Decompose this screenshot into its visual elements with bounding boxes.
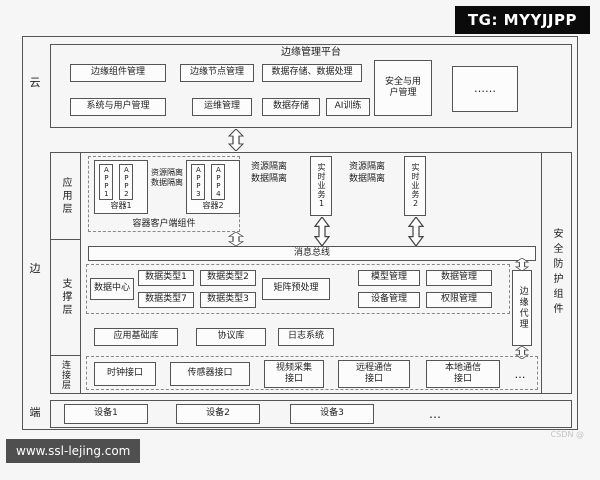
tg-watermark-badge: TG: MYYJJPP: [454, 6, 590, 34]
double-arrow-icon: [515, 258, 529, 271]
security-component-cell: 安全防护组件: [541, 153, 571, 393]
app4-box: APP4: [211, 164, 225, 200]
cloud-box-ops-mgmt: 运维管理: [192, 98, 252, 116]
protocol-lib-box: 协议库: [196, 328, 266, 346]
data-type-1-box: 数据类型1: [138, 270, 194, 286]
device-1-box: 设备1: [64, 404, 148, 424]
container2-label: 容器2: [202, 201, 224, 210]
cloud-box-ellipsis: ……: [452, 66, 518, 112]
double-arrow-icon: [314, 217, 330, 246]
message-bus: 消息总线: [88, 246, 536, 261]
app1-box: APP1: [99, 164, 113, 200]
support-layer-cell: 支撑层: [51, 240, 81, 356]
cloud-box-data-storage-processing: 数据存储、数据处理: [262, 64, 362, 82]
cloud-box-data-storage: 数据存储: [262, 98, 320, 116]
double-arrow-icon: [408, 217, 424, 246]
data-type-7-box: 数据类型7: [138, 292, 194, 308]
edge-agent-box: 边缘代理: [512, 270, 532, 346]
cloud-layer-label: 云: [29, 76, 41, 89]
device-ellipsis: …: [429, 407, 441, 421]
data-center-box: 数据中心: [90, 278, 134, 300]
container1-label: 容器1: [110, 201, 132, 210]
cloud-box-security-user-mgmt: 安全与用 户管理: [374, 60, 432, 116]
device-2-box: 设备2: [176, 404, 260, 424]
log-system-box: 日志系统: [278, 328, 334, 346]
connect-layer-cell: 连接层: [51, 356, 81, 393]
cloud-box-edge-component-mgmt: 边缘组件管理: [70, 64, 166, 82]
app-layer-label: 应用层: [60, 176, 71, 216]
end-layer-label: 端: [29, 406, 41, 419]
security-component-label: 安全防护组件: [551, 228, 562, 318]
data-mgmt-box: 数据管理: [426, 270, 492, 286]
realtime-business-2-box: 实时业务2: [404, 156, 426, 216]
device-3-box: 设备3: [290, 404, 374, 424]
cloud-box-ai-training: AI训练: [326, 98, 370, 116]
data-type-2-box: 数据类型2: [200, 270, 256, 286]
diagram-outer-frame: [22, 36, 578, 430]
sensor-interface-box: 传感器接口: [170, 362, 250, 386]
edge-layer-label: 边: [29, 262, 41, 275]
app2-box: APP2: [119, 164, 133, 200]
edge-section-frame: [50, 152, 572, 394]
double-arrow-icon: [228, 232, 244, 246]
isolation-note-1: 资源隔离 数据隔离: [151, 168, 183, 188]
csdn-watermark: CSDN @: [550, 430, 584, 439]
data-center-group: [86, 264, 510, 314]
end-section-frame: [50, 400, 572, 428]
model-mgmt-box: 模型管理: [358, 270, 420, 286]
connect-layer-label: 连接层: [60, 359, 70, 390]
support-layer-label: 支撑层: [60, 278, 71, 317]
container-client-label: 容器客户端组件: [132, 219, 196, 229]
cloud-platform-title: 边缘管理平台: [281, 47, 341, 58]
video-capture-interface-box: 视频采集 接口: [264, 360, 324, 388]
remote-comm-interface-box: 远程通信 接口: [338, 360, 410, 388]
isolation-note-2: 资源隔离 数据隔离: [250, 162, 287, 184]
isolation-note-3: 资源隔离 数据隔离: [348, 162, 385, 184]
interface-group: [86, 356, 538, 390]
cloud-box-system-user-mgmt: 系统与用户管理: [70, 98, 166, 116]
cloud-box-edge-node-mgmt: 边缘节点管理: [180, 64, 254, 82]
app3-box: APP3: [191, 164, 205, 200]
site-watermark-badge: www.ssl-lejing.com: [6, 439, 141, 463]
device-mgmt-box: 设备管理: [358, 292, 420, 308]
app-layer-cell: 应用层: [51, 153, 81, 240]
matrix-preprocess-box: 矩阵预处理: [262, 278, 330, 300]
interface-ellipsis: …: [514, 368, 526, 381]
double-arrow-icon: [515, 346, 529, 359]
realtime-business-1-box: 实时业务1: [310, 156, 332, 216]
double-arrow-icon: [228, 129, 244, 151]
local-comm-interface-box: 本地通信 接口: [426, 360, 500, 388]
permission-mgmt-box: 权限管理: [426, 292, 492, 308]
data-type-3-box: 数据类型3: [200, 292, 256, 308]
clock-interface-box: 时钟接口: [94, 362, 156, 386]
app-base-lib-box: 应用基础库: [94, 328, 178, 346]
cloud-section-frame: [50, 44, 572, 128]
